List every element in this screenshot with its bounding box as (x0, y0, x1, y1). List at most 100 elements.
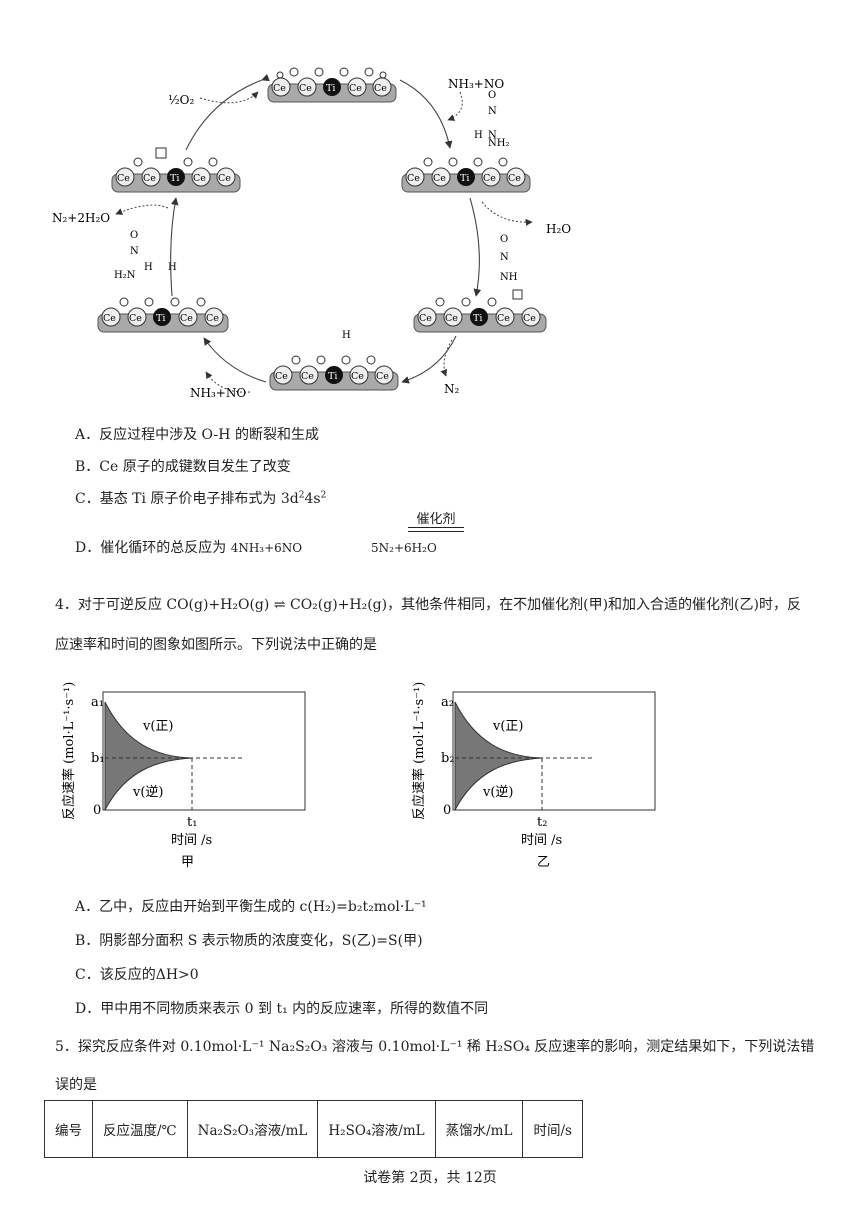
svg-text:N: N (488, 130, 497, 141)
svg-text:Ti: Ti (460, 173, 469, 184)
surface-unit-right-bottom: Ce Ce Ti Ce Ce NH N O (413, 234, 547, 333)
series-v-forward: v(正) (142, 719, 174, 734)
catalyst-label: 催化剂 (416, 512, 456, 527)
svg-text:N: N (130, 246, 139, 257)
label-h2o: H₂O (546, 222, 571, 236)
table-header-cell: 反应温度/℃ (92, 1100, 188, 1158)
series-v-reverse: v(逆) (132, 784, 164, 800)
ytick-0: 0 (443, 803, 451, 818)
svg-text:Ce: Ce (299, 83, 312, 94)
series-v-reverse: v(逆) (482, 784, 514, 800)
q5-stem-line1: 5．探究反应条件对 0.10mol·L⁻¹ Na₂S₂O₃ 溶液与 0.10mo… (55, 1039, 815, 1055)
q4-option-c: C．该反应的ΔH>0 (75, 967, 199, 983)
table-header-cell: 时间/s (522, 1100, 583, 1158)
svg-text:Ce: Ce (273, 83, 286, 94)
svg-text:Ce: Ce (117, 173, 130, 184)
svg-text:H: H (168, 262, 177, 273)
svg-text:Ti: Ti (326, 83, 335, 94)
label-n2-2h2o: N₂+2H₂O (52, 211, 110, 225)
surface-unit-left-top: Ce Ce Ti Ce Ce (111, 147, 241, 193)
label-n2: N₂ (444, 382, 460, 396)
svg-text:Ce: Ce (419, 313, 432, 324)
svg-text:Ce: Ce (218, 173, 231, 184)
label-nh3-no-bottom: NH₃+NO (190, 386, 246, 400)
svg-text:NH₂: NH₂ (488, 138, 509, 149)
equals-bar (408, 527, 464, 532)
y-axis-label: 反应速率 (mol·L⁻¹·s⁻¹) (411, 682, 427, 820)
svg-text:Ce: Ce (483, 173, 496, 184)
table-header-cell: 编号 (44, 1100, 93, 1158)
catalytic-cycle-diagram: .slab{fill:#a9a9a9;stroke:#555;stroke-wi… (52, 67, 571, 400)
label-nh3-no-top: NH₃+NO (448, 77, 504, 91)
x-axis-label: 时间 /s (171, 833, 212, 848)
xtick-t2: t₂ (537, 815, 547, 830)
svg-text:Ce: Ce (407, 173, 420, 184)
table-header-cell: 蒸馏水/mL (434, 1100, 524, 1158)
svg-text:Ce: Ce (351, 371, 364, 382)
x-axis-label: 时间 /s (521, 833, 562, 848)
ytick-a1: a₁ (91, 695, 104, 710)
q5-stem-line2: 误的是 (55, 1077, 97, 1093)
svg-text:H: H (342, 330, 351, 341)
svg-text:Ce: Ce (508, 173, 521, 184)
svg-text:O: O (500, 234, 508, 245)
svg-text:Ce: Ce (445, 313, 458, 324)
q4-option-d: D．甲中用不同物质来表示 0 到 t₁ 内的反应速率，所得的数值不同 (75, 1001, 489, 1017)
q3-option-b: B．Ce 原子的成键数目发生了改变 (75, 459, 291, 475)
table-header-row: 编号 反应温度/℃ Na₂S₂O₃溶液/mL H₂SO₄溶液/mL 蒸馏水/mL… (44, 1100, 583, 1158)
table-header-cell: H₂SO₄溶液/mL (317, 1100, 436, 1158)
ytick-b1: b₁ (91, 751, 105, 766)
svg-text:Ce: Ce (523, 313, 536, 324)
svg-text:Ti: Ti (328, 371, 337, 382)
q3-option-d: D．催化循环的总反应为 4NH₃+6NO 5N₂+6H₂O (75, 540, 437, 556)
svg-text:Ce: Ce (497, 313, 510, 324)
chart-yi: a₂ b₂ 0 v(正) v(逆) t₂ 时间 /s 乙 反应速率 (mol·L… (411, 682, 656, 870)
svg-text:Ce: Ce (376, 371, 389, 382)
svg-text:Ce: Ce (129, 313, 142, 324)
q3-option-a: A．反应过程中涉及 O-H 的断裂和生成 (75, 427, 319, 443)
svg-text:Ce: Ce (180, 313, 193, 324)
svg-text:Ce: Ce (193, 173, 206, 184)
label-half-o2: ½O₂ (168, 93, 194, 107)
svg-text:Ce: Ce (143, 173, 156, 184)
svg-text:H₂N: H₂N (114, 270, 136, 281)
y-axis-label: 反应速率 (mol·L⁻¹·s⁻¹) (61, 682, 77, 820)
svg-text:Ce: Ce (103, 313, 116, 324)
chart-title-jia: 甲 (181, 855, 194, 870)
svg-text:Ti: Ti (156, 313, 165, 324)
svg-text:Ce: Ce (206, 313, 219, 324)
svg-text:NH: NH (500, 272, 518, 283)
svg-text:Ti: Ti (473, 313, 482, 324)
svg-text:O: O (130, 230, 138, 241)
svg-text:H: H (474, 130, 483, 141)
svg-text:N: N (500, 252, 509, 263)
q4-option-b: B．阴影部分面积 S 表示物质的浓度变化，S(乙)=S(甲) (75, 933, 423, 949)
q4-stem-line2: 应速率和时间的图象如图所示。下列说法中正确的是 (55, 637, 377, 653)
svg-text:Ce: Ce (374, 83, 387, 94)
q3-option-c: C．基态 Ti 原子价电子排布式为 3d24s2 (75, 490, 327, 507)
surface-unit-top: Ce Ce Ti Ce Ce (267, 67, 397, 103)
chart-title-yi: 乙 (537, 855, 550, 870)
table-header-cell: Na₂S₂O₃溶液/mL (186, 1100, 319, 1158)
ytick-0: 0 (93, 803, 101, 818)
svg-text:Ce: Ce (301, 371, 314, 382)
series-v-forward: v(正) (492, 719, 524, 734)
surface-unit-bottom: Ce Ce Ti Ce Ce H (269, 330, 399, 391)
svg-text:Ce: Ce (349, 83, 362, 94)
svg-text:Ce: Ce (433, 173, 446, 184)
svg-text:H: H (144, 262, 153, 273)
ytick-b2: b₂ (441, 751, 455, 766)
surface-unit-right-top: Ce Ce Ti Ce Ce H N NH₂ N O (401, 90, 531, 193)
chart-jia: a₁ b₁ 0 v(正) v(逆) t₁ 时间 /s 甲 反应速率 (mol·L… (61, 682, 306, 870)
page-footer: 试卷第 2页，共 12页 (363, 1170, 497, 1186)
svg-text:N: N (488, 106, 497, 117)
svg-text:Ti: Ti (170, 173, 179, 184)
q5-table: 编号 反应温度/℃ Na₂S₂O₃溶液/mL H₂SO₄溶液/mL 蒸馏水/mL… (44, 1100, 583, 1158)
ytick-a2: a₂ (441, 695, 454, 710)
svg-text:O: O (488, 90, 496, 101)
q4-option-a: A．乙中，反应由开始到平衡生成的 c(H₂)=b₂t₂mol·L⁻¹ (75, 899, 427, 915)
surface-unit-left-bottom: Ce Ce Ti Ce Ce H₂N H H N O (97, 230, 229, 333)
svg-text:Ce: Ce (275, 371, 288, 382)
xtick-t1: t₁ (187, 815, 197, 830)
q4-stem-line1: 4．对于可逆反应 CO(g)+H₂O(g) ⇌ CO₂(g)+H₂(g)，其他条… (55, 597, 801, 613)
